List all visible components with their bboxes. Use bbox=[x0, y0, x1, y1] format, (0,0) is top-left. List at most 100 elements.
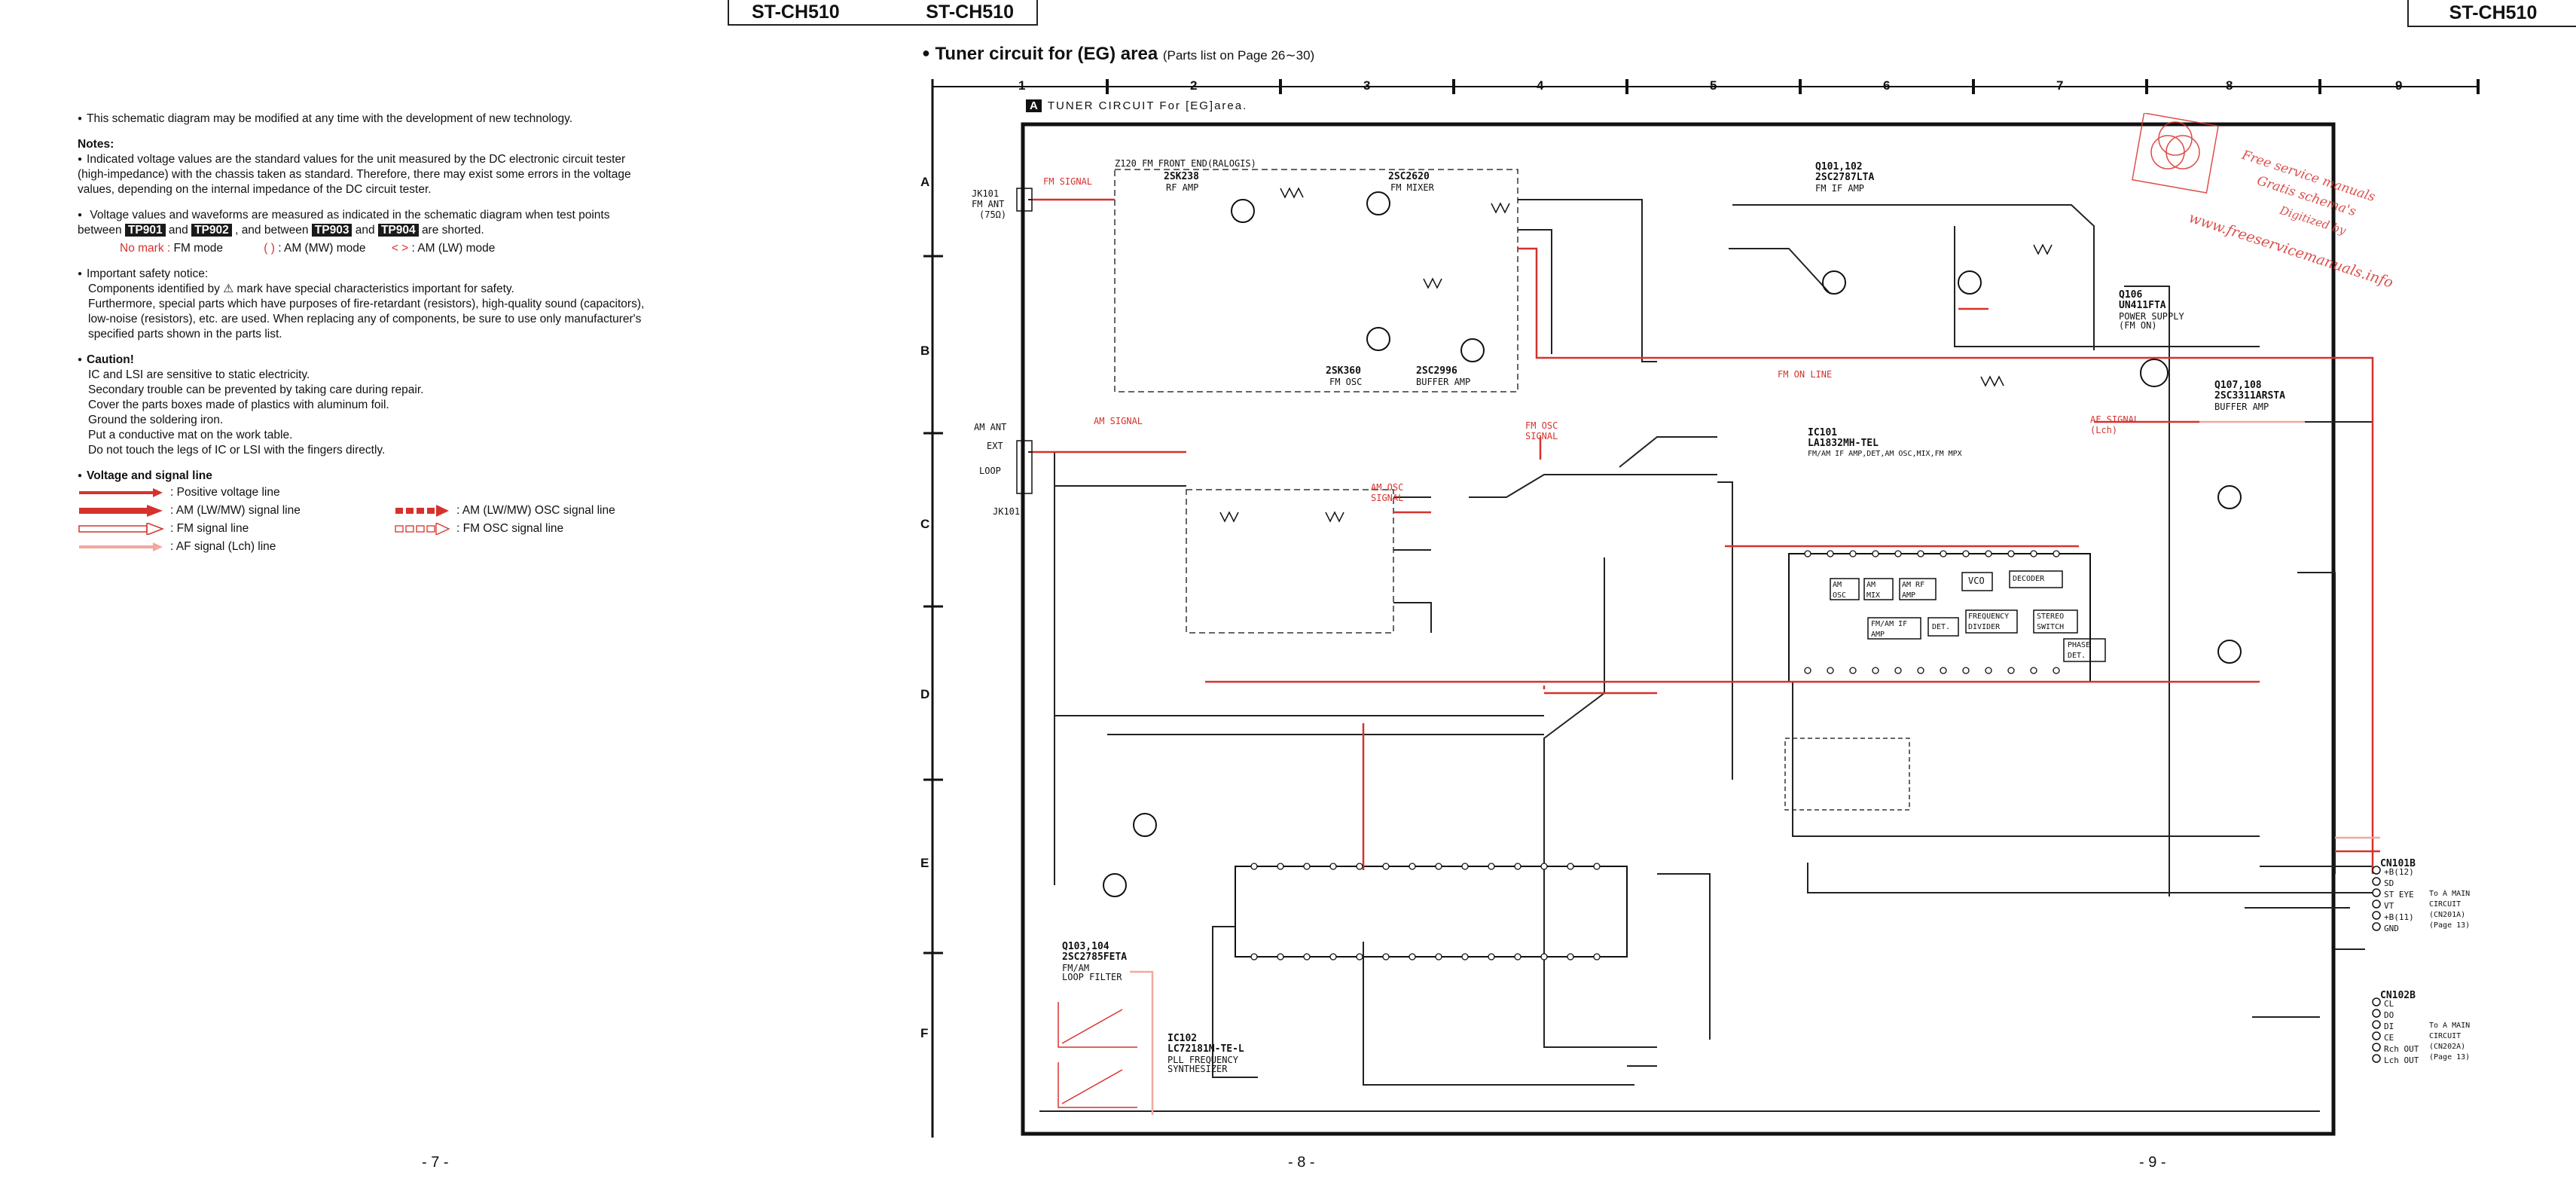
blk-decoder: DECODER bbox=[2013, 575, 2045, 583]
blk-phase-det: PHASE DET. bbox=[2068, 641, 2091, 660]
legend-af-label: : AF signal (Lch) line bbox=[170, 540, 276, 553]
q107-part: 2SC3311ARSTA bbox=[2214, 390, 2285, 402]
legend-fm-osc-label: : FM OSC signal line bbox=[456, 522, 564, 535]
safety-2: Furthermore, special parts which have pu… bbox=[88, 298, 645, 341]
safety-title: Important safety notice: bbox=[78, 267, 650, 282]
legend-am-osc-label: : AM (LW/MW) OSC signal line bbox=[456, 504, 615, 517]
legend-positive: : Positive voltage line bbox=[78, 484, 394, 502]
blk-vco: VCO bbox=[1968, 576, 1985, 586]
page-number-7: - 7 - bbox=[422, 1154, 449, 1171]
am-signal-label: AM SIGNAL bbox=[1094, 416, 1143, 426]
tp904-badge: TP904 bbox=[377, 224, 419, 237]
ic102-body bbox=[1235, 866, 1628, 958]
black-wiring bbox=[1028, 199, 2373, 1112]
transistor-symbols bbox=[1103, 191, 2242, 897]
model-label-right: ST-CH510 bbox=[2449, 2, 2538, 23]
watermark-stamp: Free service manuals Gratis schema's Dig… bbox=[2132, 113, 2395, 309]
fm-line-symbol bbox=[78, 523, 164, 535]
z120-box bbox=[1114, 169, 1518, 392]
caution-3: Cover the parts boxes made of plastics w… bbox=[88, 399, 389, 411]
q-2sc2620: 2SC2620 bbox=[1388, 171, 1430, 182]
am-osc-line-symbol bbox=[395, 505, 449, 517]
am-osc-label: AM OSC SIGNAL bbox=[1371, 482, 1404, 503]
note-measure: Voltage values and waveforms are measure… bbox=[78, 208, 650, 238]
ic101-desc: FM/AM IF AMP,DET,AM OSC,MIX,FM MPX bbox=[1808, 450, 1962, 458]
ic101-part: LA1832MH-TEL bbox=[1808, 438, 1879, 449]
q106-desc-2: (FM ON) bbox=[2119, 320, 2157, 331]
ic102-desc-1: PLL FREQUENCY bbox=[1167, 1055, 1238, 1065]
ruler-2: 2 bbox=[1190, 78, 1198, 93]
legend-title: Voltage and signal line bbox=[78, 469, 650, 484]
schematic-title: A TUNER CIRCUIT For [EG]area. bbox=[1026, 99, 1247, 112]
ruler-4: 4 bbox=[1537, 78, 1544, 93]
cn101b-pin-1: +B(12) bbox=[2384, 867, 2414, 877]
positive-line-symbol bbox=[79, 488, 163, 497]
connector-pins bbox=[2372, 866, 2381, 1063]
note-modify: This schematic diagram may be modified a… bbox=[78, 111, 650, 127]
q101-label: Q101,102 bbox=[1815, 161, 1863, 173]
mode-paren: ( ) bbox=[264, 242, 275, 255]
mode-nomark: No mark : bbox=[120, 242, 171, 255]
ruler-8: 8 bbox=[2226, 78, 2233, 93]
am-line-symbol bbox=[79, 505, 163, 517]
legend-am-osc: : AM (LW/MW) OSC signal line bbox=[394, 502, 615, 520]
jk101b-label: JK101 bbox=[993, 506, 1021, 517]
row-E: E bbox=[920, 856, 929, 870]
q103-part: 2SC2785FETA bbox=[1062, 951, 1128, 963]
tp903-badge: TP903 bbox=[311, 224, 353, 237]
cn101b-pin-2: SD bbox=[2384, 878, 2394, 888]
q-2sk238: 2SK238 bbox=[1164, 171, 1199, 182]
row-B: B bbox=[920, 344, 930, 358]
caution-5: Put a conductive mat on the work table. bbox=[88, 429, 293, 441]
blk-stereo-switch: STEREO SWITCH bbox=[2037, 612, 2065, 631]
ruler-7: 7 bbox=[2056, 78, 2064, 93]
caution-2: Secondary trouble can be prevented by ta… bbox=[88, 383, 424, 396]
heading-bullet-icon: ● bbox=[922, 45, 930, 60]
legend-fm: : FM signal line bbox=[78, 520, 394, 538]
row-D: D bbox=[920, 687, 930, 701]
schematic-box-letter: A bbox=[1026, 99, 1042, 112]
ruler-lines bbox=[923, 79, 2480, 1138]
ruler-6: 6 bbox=[1883, 78, 1891, 93]
schematic-title-text: TUNER CIRCUIT For [EG]area. bbox=[1047, 99, 1248, 112]
loop-label: LOOP bbox=[979, 466, 1001, 476]
model-label-left: ST-CH510 bbox=[752, 1, 840, 23]
ic-pins bbox=[1250, 550, 2060, 961]
q-2sc2996-desc: BUFFER AMP bbox=[1416, 377, 1471, 387]
af-signal-label: AF SIGNAL (Lch) bbox=[2090, 414, 2140, 435]
heading-sub: (Parts list on Page 26∼30) bbox=[1162, 48, 1315, 63]
legend-fm-label: : FM signal line bbox=[170, 522, 249, 535]
ruler-1: 1 bbox=[1018, 78, 1026, 93]
cn101b-pin-4: VT bbox=[2384, 901, 2394, 911]
notes-panel: This schematic diagram may be modified a… bbox=[78, 111, 650, 556]
fm-osc-line-symbol bbox=[395, 523, 450, 535]
ruler-9: 9 bbox=[2395, 78, 2403, 93]
tp901-badge: TP901 bbox=[124, 224, 166, 237]
cn102b-label: CN102B bbox=[2380, 990, 2416, 1001]
mode-fm: FM mode bbox=[173, 242, 223, 255]
q107-desc: BUFFER AMP bbox=[2214, 402, 2269, 412]
ic102-label: IC102 bbox=[1167, 1033, 1198, 1044]
q106-label: Q106 bbox=[2119, 289, 2143, 301]
q101-part: 2SC2787LTA bbox=[1815, 172, 1875, 183]
legend-am: : AM (LW/MW) signal line bbox=[78, 502, 394, 520]
heading-title: Tuner circuit for (EG) area bbox=[935, 44, 1158, 64]
cn101b-to: To A MAIN CIRCUIT (CN201A) (Page 13) bbox=[2429, 890, 2471, 930]
mode-lw: : AM (LW) mode bbox=[411, 242, 496, 255]
legend-am-label: : AM (LW/MW) signal line bbox=[170, 504, 301, 517]
q106-desc-1: POWER SUPPLY bbox=[2119, 311, 2184, 322]
loop-filter-graph bbox=[1058, 1002, 1137, 1108]
measure-text: Voltage values and waveforms are measure… bbox=[78, 209, 610, 237]
legend-fm-osc: : FM OSC signal line bbox=[394, 520, 615, 538]
cn102b-pins: CL DO DI CE Rch OUT Lch OUT bbox=[2384, 998, 2419, 1066]
legend-af: : AF signal (Lch) line bbox=[78, 538, 394, 556]
mode-angle: < > bbox=[391, 242, 409, 255]
cn102b-pin-2: DO bbox=[2384, 1010, 2394, 1020]
z120-label: Z120 FM FRONT END(RALOGIS) bbox=[1115, 158, 1256, 169]
ic102-part: LC72181M-TE-L bbox=[1167, 1043, 1244, 1055]
safety-1: Components identified by ⚠ mark have spe… bbox=[88, 283, 514, 295]
af-line-symbol bbox=[79, 542, 163, 551]
q-2sc2620-desc: FM MIXER bbox=[1390, 182, 1434, 193]
cn102b-pin-5: Rch OUT bbox=[2384, 1044, 2419, 1054]
tp902-badge: TP902 bbox=[191, 224, 232, 237]
